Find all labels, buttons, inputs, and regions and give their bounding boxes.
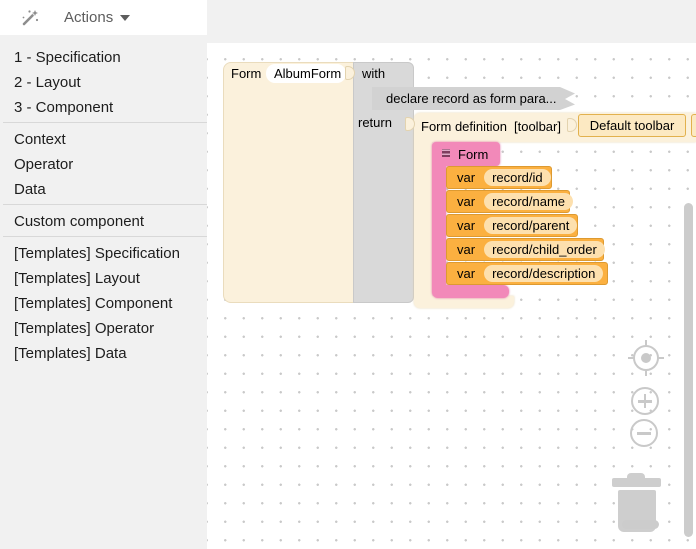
var-keyword: var [457, 242, 476, 257]
crosshair-dot [641, 353, 651, 363]
var-block-record-description[interactable]: var record/description [446, 262, 608, 285]
actions-label: Actions [64, 9, 114, 26]
vertical-scrollbar[interactable] [684, 203, 693, 537]
component-form-block-wall[interactable] [432, 165, 446, 286]
toolbox-category-data[interactable]: Data [14, 181, 46, 198]
toolbox-category-component[interactable]: 3 - Component [14, 99, 114, 116]
var-keyword: var [457, 194, 476, 209]
value-socket [345, 66, 355, 80]
toolbox-category-templates-data[interactable]: [Templates] Data [14, 345, 127, 362]
toolbox-category-templates-specification[interactable]: [Templates] Specification [14, 245, 180, 262]
toolbox-category-custom-component[interactable]: Custom component [14, 213, 145, 230]
var-field[interactable]: record/id [484, 169, 551, 186]
toolbox-category-templates-component[interactable]: [Templates] Component [14, 295, 173, 312]
actions-dropdown[interactable]: Actions [64, 9, 131, 26]
var-field[interactable]: record/description [484, 265, 604, 282]
var-block-record-name[interactable]: var record/name [446, 190, 574, 213]
toolbox-category-layout[interactable]: 2 - Layout [14, 74, 81, 91]
clipped-block[interactable] [691, 114, 696, 137]
form-definition-block-foot[interactable] [414, 296, 514, 308]
toolbox-separator [3, 122, 207, 123]
form-block[interactable] [223, 62, 354, 303]
default-toolbar-block[interactable]: Default toolbar [578, 114, 686, 137]
component-form-label: Form [458, 147, 489, 162]
horizontal-scrollbar[interactable] [622, 520, 659, 529]
chevron-down-icon [120, 14, 131, 21]
var-field[interactable]: record/parent [484, 217, 578, 234]
collapsed-declare-block[interactable]: declare record as form para... [372, 87, 575, 110]
var-block-record-parent[interactable]: var record/parent [446, 214, 578, 237]
zoom-reset-button[interactable] [628, 340, 664, 376]
toolbox-separator [3, 236, 207, 237]
toolbox-separator [3, 204, 207, 205]
blockly-workspace[interactable]: Form AlbumForm with return declare recor… [207, 43, 696, 549]
var-keyword: var [457, 170, 476, 185]
var-keyword: var [457, 266, 476, 281]
form-definition-block-wall[interactable] [414, 142, 432, 296]
component-form-block-foot[interactable] [432, 285, 509, 298]
toolbox-header: Actions [0, 0, 207, 35]
collapse-icon[interactable] [440, 147, 452, 159]
toolbar-param-label: [toolbar] [514, 119, 561, 134]
toolbox-category-operator[interactable]: Operator [14, 156, 74, 173]
zoom-out-button[interactable] [630, 419, 658, 447]
trash-lid-handle [627, 473, 645, 480]
trash-lid [612, 478, 661, 487]
magic-wand-icon [22, 9, 39, 25]
form-block-label: Form [231, 66, 262, 81]
var-block-record-child-order[interactable]: var record/child_order [446, 238, 605, 261]
var-field[interactable]: record/name [484, 193, 574, 210]
with-label: with [362, 66, 386, 81]
form-name-field[interactable]: AlbumForm [266, 64, 346, 83]
toolbox-category-templates-layout[interactable]: [Templates] Layout [14, 270, 140, 287]
var-field[interactable]: record/child_order [484, 241, 605, 258]
value-socket [567, 118, 577, 132]
form-definition-label: Form definition [421, 119, 507, 134]
return-label: return [358, 115, 392, 130]
crosshair-icon [633, 345, 659, 371]
var-keyword: var [457, 218, 476, 233]
toolbox-category-templates-operator[interactable]: [Templates] Operator [14, 320, 155, 337]
var-block-record-id[interactable]: var record/id [446, 166, 552, 189]
zoom-in-button[interactable] [631, 387, 659, 415]
toolbox-category-context[interactable]: Context [14, 131, 66, 148]
value-socket [405, 117, 415, 131]
toolbox-category-specification[interactable]: 1 - Specification [14, 49, 121, 66]
block-toolbox: 1 - Specification 2 - Layout 3 - Compone… [3, 35, 207, 549]
